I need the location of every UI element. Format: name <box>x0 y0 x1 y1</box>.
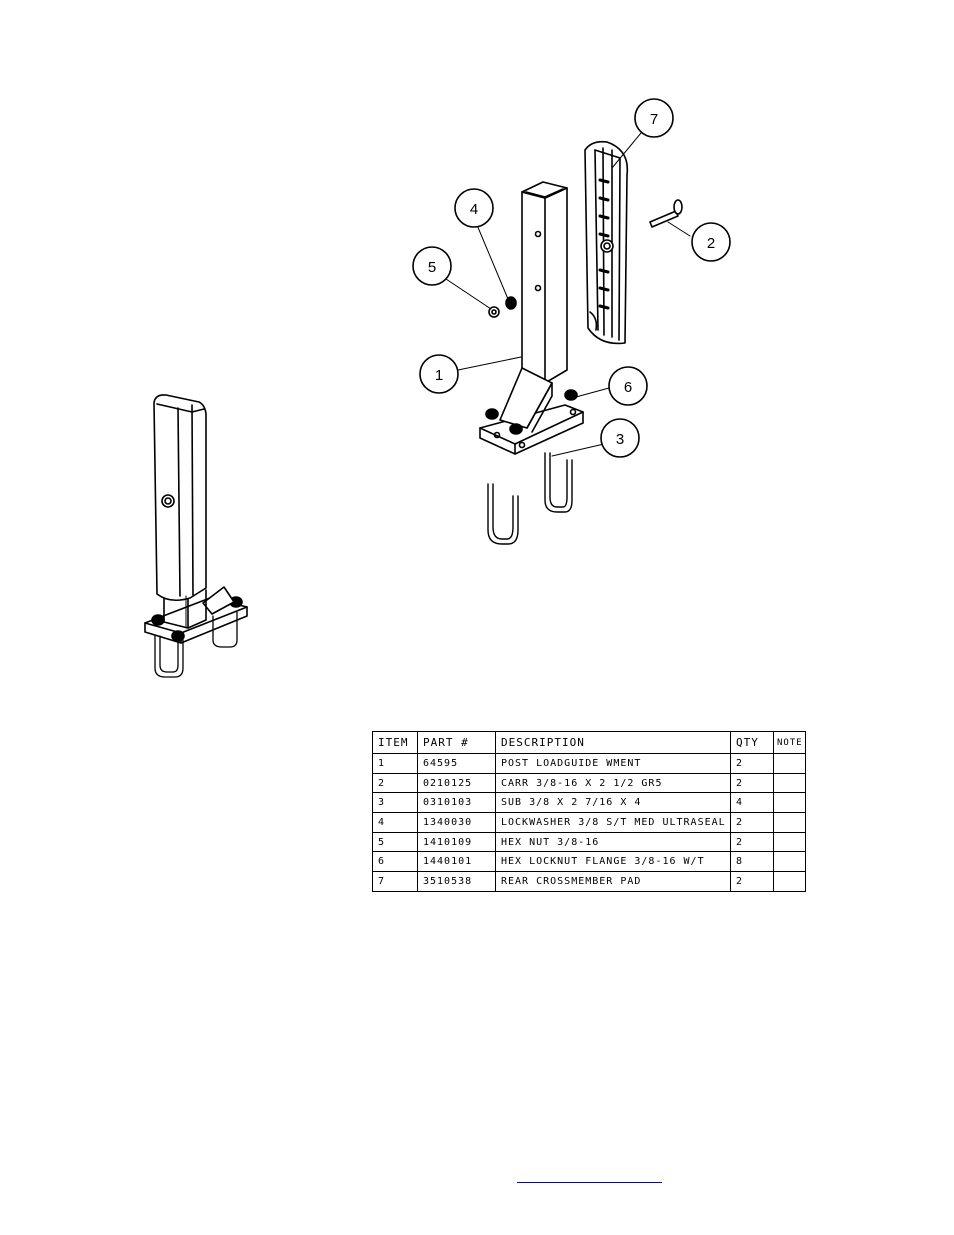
hex-nut-part <box>488 306 500 318</box>
cell-description: LOCKWASHER 3/8 S/T MED ULTRASEAL <box>495 812 731 833</box>
leader-lines <box>445 132 691 457</box>
cell-part-number: 1410109 <box>417 831 496 853</box>
cell-part-number: 1340030 <box>417 812 496 833</box>
svg-text:4: 4 <box>470 201 478 218</box>
svg-text:2: 2 <box>707 235 715 252</box>
table-row: 2 0210125 CARR 3/8-16 X 2 1/2 GR5 2 <box>372 772 806 794</box>
lockwasher-part <box>505 296 517 310</box>
cell-qty: 4 <box>730 792 774 814</box>
bill-of-materials-table: ITEM PART # DESCRIPTION QTY NOTE 1 64595… <box>372 731 806 892</box>
cell-note <box>773 871 806 892</box>
header-part-number: PART # <box>417 731 496 754</box>
cell-description: HEX LOCKNUT FLANGE 3/8-16 W/T <box>495 851 731 873</box>
table-row: 3 0310103 SUB 3/8 X 2 7/16 X 4 4 <box>372 792 806 814</box>
svg-text:5: 5 <box>428 259 436 276</box>
post-weldment-part <box>479 181 584 455</box>
cell-note <box>773 792 806 814</box>
callout-7: 7 <box>634 98 674 138</box>
cell-item: 3 <box>372 792 418 814</box>
cell-qty: 8 <box>730 851 774 873</box>
cell-note <box>773 831 806 853</box>
cell-description: CARR 3/8-16 X 2 1/2 GR5 <box>495 772 731 794</box>
cell-qty: 2 <box>730 871 774 892</box>
cell-item: 2 <box>372 772 418 794</box>
cell-part-number: 1440101 <box>417 851 496 873</box>
callout-2: 2 <box>691 222 731 262</box>
cell-qty: 2 <box>730 831 774 853</box>
cell-part-number: 64595 <box>417 753 496 774</box>
carriage-bolt-part <box>649 199 683 228</box>
table-row: 5 1410109 HEX NUT 3/8-16 2 <box>372 831 806 853</box>
cell-qty: 2 <box>730 772 774 794</box>
callout-6: 6 <box>608 366 648 406</box>
cell-description: POST LOADGUIDE WMENT <box>495 753 731 774</box>
u-bolt-part <box>487 452 573 545</box>
callout-5: 5 <box>412 246 452 286</box>
cell-qty: 2 <box>730 812 774 833</box>
header-qty: QTY <box>730 731 774 754</box>
cell-item: 7 <box>372 871 418 892</box>
cell-part-number: 0210125 <box>417 772 496 794</box>
cell-item: 1 <box>372 753 418 774</box>
table-header-row: ITEM PART # DESCRIPTION QTY NOTE <box>372 731 806 754</box>
cell-item: 4 <box>372 812 418 833</box>
cell-part-number: 3510538 <box>417 871 496 892</box>
rear-crossmember-pad-part <box>584 140 629 345</box>
callout-1: 1 <box>419 354 459 394</box>
svg-text:7: 7 <box>650 111 658 128</box>
cell-note <box>773 812 806 833</box>
svg-text:3: 3 <box>616 431 624 448</box>
svg-text:1: 1 <box>435 367 443 384</box>
table-row: 1 64595 POST LOADGUIDE WMENT 2 <box>372 753 806 774</box>
header-description: DESCRIPTION <box>495 731 731 754</box>
footer-link[interactable] <box>517 1170 662 1183</box>
header-note: NOTE <box>773 731 806 754</box>
header-item: ITEM <box>372 731 418 754</box>
callout-3: 3 <box>600 418 640 458</box>
cell-description: HEX NUT 3/8-16 <box>495 831 731 853</box>
cell-note <box>773 851 806 873</box>
table-row: 6 1440101 HEX LOCKNUT FLANGE 3/8-16 W/T … <box>372 851 806 873</box>
cell-item: 6 <box>372 851 418 873</box>
table-row: 4 1340030 LOCKWASHER 3/8 S/T MED ULTRASE… <box>372 812 806 833</box>
cell-note <box>773 753 806 774</box>
table-row: 7 3510538 REAR CROSSMEMBER PAD 2 <box>372 871 806 892</box>
cell-note <box>773 772 806 794</box>
assembled-view <box>144 394 248 678</box>
svg-text:6: 6 <box>624 379 632 396</box>
cell-description: SUB 3/8 X 2 7/16 X 4 <box>495 792 731 814</box>
cell-qty: 2 <box>730 753 774 774</box>
callout-4: 4 <box>454 188 494 228</box>
cell-part-number: 0310103 <box>417 792 496 814</box>
cell-item: 5 <box>372 831 418 853</box>
cell-description: REAR CROSSMEMBER PAD <box>495 871 731 892</box>
